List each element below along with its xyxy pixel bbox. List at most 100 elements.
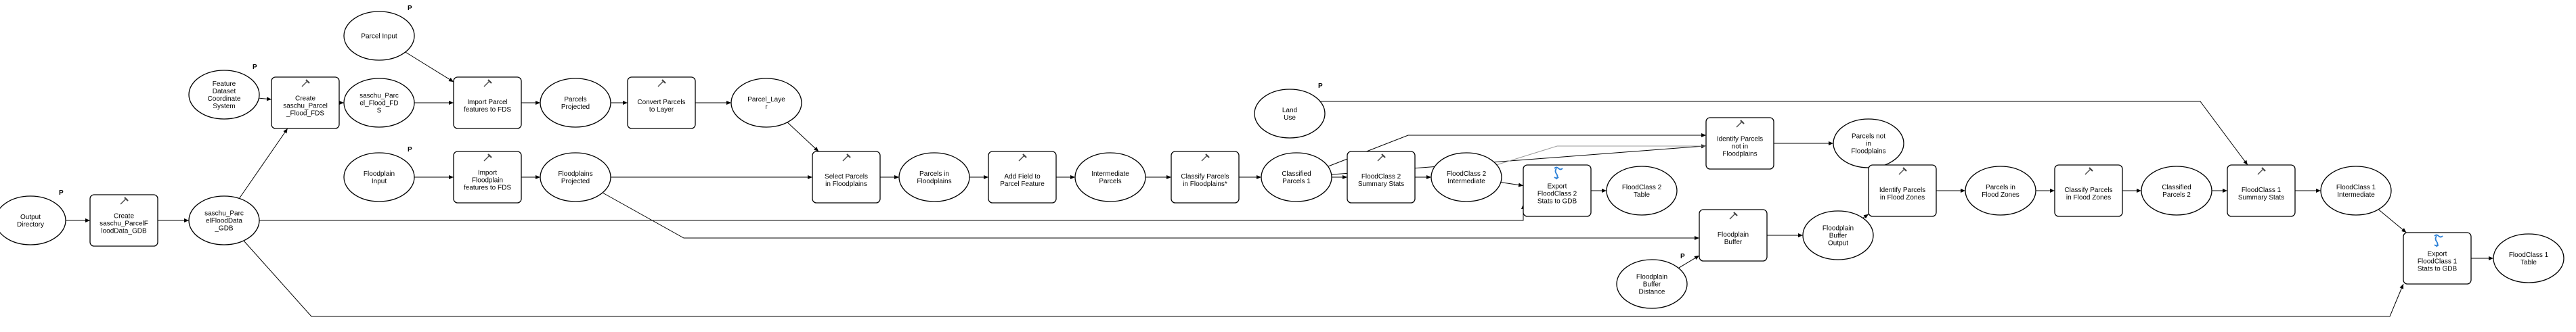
node-label-line: saschu_Parcel <box>283 103 328 110</box>
node-label-line: Floodplains <box>1851 148 1885 156</box>
node-label-line: Create <box>114 213 134 220</box>
variable-fds-out[interactable]: saschu_Parcel_Flood_FDS <box>343 78 415 128</box>
variable-shape <box>1261 152 1332 202</box>
connector-floodplains-projected-to-fp-buffer <box>602 192 1699 240</box>
node-label-line: Classify Parcels <box>1181 173 1229 181</box>
node-label-line: Distance <box>1639 289 1665 296</box>
tool-shape <box>453 151 522 204</box>
node-label-line: FloodClass 1 <box>2242 187 2282 194</box>
node-label-line: Stats to GDB <box>1537 198 1577 206</box>
tool-shape <box>1523 164 1592 217</box>
node-label-line: Table <box>1634 191 1650 199</box>
variable-shape <box>730 78 802 128</box>
tool-shape <box>271 76 340 129</box>
node-label-line: Export <box>1548 183 1567 191</box>
node-label-line: in Floodplains* <box>1183 181 1227 188</box>
connector-buffer-output-to-identify-zones <box>1862 214 1869 219</box>
hammer-icon <box>842 153 851 162</box>
parameter-marker: P <box>1680 253 1685 260</box>
node-label-line: FloodClass 2 <box>1447 170 1487 178</box>
connector-land-use-to-fc1-stats <box>1320 101 2248 166</box>
tool-shape <box>2403 232 2472 285</box>
node-label-line: Floodplains <box>558 170 592 178</box>
node-label-line: _Flood_FDS <box>286 110 324 118</box>
node-label-line: Summary Stats <box>1358 181 1404 188</box>
node-label-line: Buffer <box>1643 281 1661 289</box>
node-label-line: S <box>377 108 382 115</box>
variable-parcel-layer[interactable]: Parcel_Layer <box>730 78 802 128</box>
node-label-line: Parcels <box>1099 178 1121 185</box>
node-label-line: Projected <box>561 178 590 185</box>
node-label-line: Floodplains <box>917 178 951 185</box>
connector-fc1-intermediate-to-export-fc1 <box>2378 209 2407 233</box>
node-label-line: FloodClass 2 <box>1361 173 1401 181</box>
node-label-line: in Flood Zones <box>1880 194 1925 201</box>
node-label-line: Create <box>295 95 315 103</box>
variable-shape <box>2493 233 2564 283</box>
tool-shape <box>453 76 522 129</box>
node-label-line: Intermediate <box>1447 178 1485 185</box>
node-label-line: Use <box>1284 114 1296 122</box>
node-label-line: Floodplain <box>364 170 395 178</box>
variable-shape <box>1074 152 1146 202</box>
node-label-line: Select Parcels <box>825 173 868 181</box>
hammer-icon <box>1736 120 1745 128</box>
connector-buffer-distance-to-fp-buffer <box>1678 255 1700 268</box>
parameter-marker: P <box>59 189 64 197</box>
tool-shape <box>988 151 1057 204</box>
variable-shape <box>1254 89 1326 139</box>
parameter-marker: P <box>1318 82 1323 90</box>
node-label-line: Buffer <box>1829 233 1848 240</box>
node-label-line: saschu_Parc <box>204 210 244 218</box>
node-label-line: Identify Parcels <box>1717 136 1763 143</box>
node-label-line: Buffer <box>1724 239 1743 246</box>
variable-shape <box>1616 259 1688 309</box>
node-label-line: Parcels not <box>1852 133 1885 141</box>
hammer-icon <box>1201 153 1210 162</box>
tool-shape <box>1699 209 1768 262</box>
node-label-line: Identify Parcels <box>1879 187 1925 194</box>
node-label-line: Parcels <box>564 96 586 103</box>
node-label-line: FloodClass 1 <box>2509 252 2549 259</box>
node-label-line: Intermediate <box>2337 191 2375 199</box>
nodes-layer: OutputDirectoryPCreatesaschu_ParcelFlood… <box>0 5 2564 309</box>
node-label-line: Output <box>1828 240 1848 247</box>
